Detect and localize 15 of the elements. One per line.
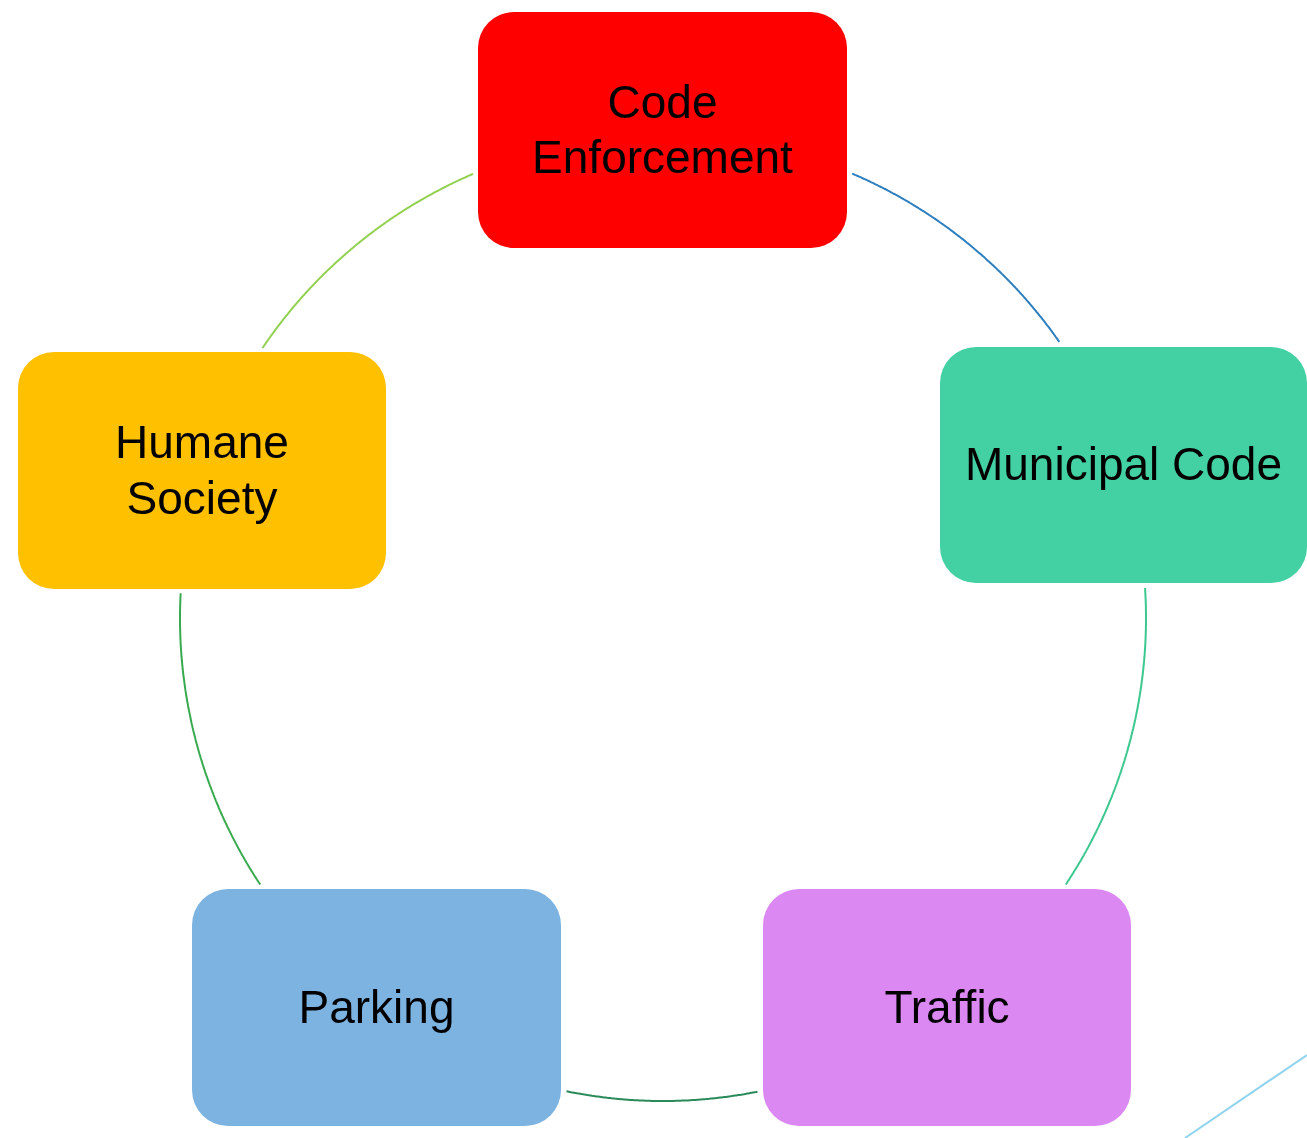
- connector-arc: [261, 172, 474, 349]
- connector-arc: [565, 1090, 759, 1102]
- connector-arc: [1064, 587, 1147, 886]
- node-label: Code Enforcement: [531, 74, 794, 185]
- rounded-box: [18, 352, 386, 589]
- node-label: Parking: [298, 979, 455, 1035]
- connector-arc: [179, 592, 262, 886]
- rounded-box: [192, 889, 561, 1126]
- rounded-box: [940, 347, 1307, 583]
- node-label: Traffic: [884, 979, 1010, 1035]
- node-label: Humane Society: [114, 415, 290, 526]
- rounded-box: [763, 889, 1131, 1126]
- connector-arc: [851, 172, 1061, 343]
- node-label: Municipal Code: [964, 437, 1283, 493]
- rounded-box: [478, 12, 847, 248]
